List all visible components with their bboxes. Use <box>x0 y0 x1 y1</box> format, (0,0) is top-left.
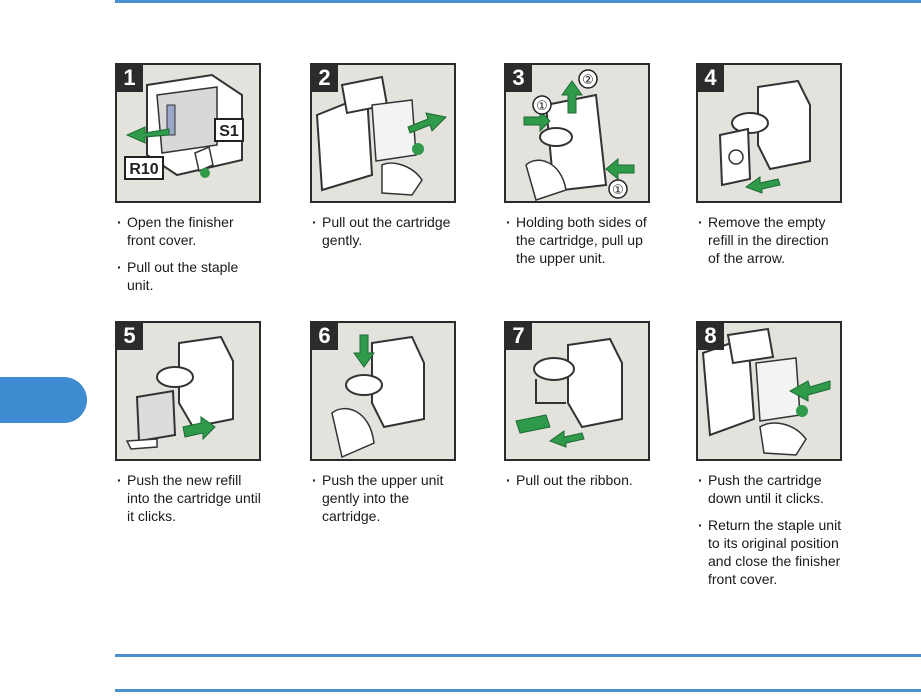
instruction-text: Pull out the ribbon. <box>504 471 650 489</box>
step-illustration: ① ② ① 3 <box>504 63 650 203</box>
callout-s1: S1 <box>219 123 239 140</box>
footer-rule <box>115 654 921 657</box>
step-6: 6 Push the upper unit gently into the ca… <box>310 321 456 534</box>
callout-1: ① <box>536 99 548 114</box>
step-number: 7 <box>506 323 532 350</box>
instruction-text: Remove the empty refill in the direction… <box>696 213 842 267</box>
step-5: 5 Push the new refill into the cartridge… <box>115 321 261 534</box>
callout-1: ① <box>612 183 624 198</box>
step-number: 8 <box>698 323 724 350</box>
callout-r10: R10 <box>129 161 158 178</box>
step-illustration: 5 <box>115 321 261 461</box>
step-number: 3 <box>506 65 532 92</box>
step-illustration: 4 <box>696 63 842 203</box>
step-illustration: 8 <box>696 321 842 461</box>
step-number: 6 <box>312 323 338 350</box>
step-illustration: 7 <box>504 321 650 461</box>
step-8: 8 Push the cartridge down until it click… <box>696 321 842 597</box>
step-illustration: S1 R10 1 <box>115 63 261 203</box>
top-rule <box>115 0 921 3</box>
step-illustration: 2 <box>310 63 456 203</box>
step-1: S1 R10 1 Open the finisher front cover. … <box>115 63 261 303</box>
step-number: 4 <box>698 65 724 92</box>
instruction-text: Push the upper unit gently into the cart… <box>310 471 456 525</box>
step-number: 5 <box>117 323 143 350</box>
instruction-text: Push the new refill into the cartridge u… <box>115 471 261 525</box>
callout-2: ② <box>582 73 594 88</box>
instruction-text: Pull out the cartridge gently. <box>310 213 456 249</box>
step-number: 2 <box>312 65 338 92</box>
chapter-tab <box>0 377 87 423</box>
instruction-text: Holding both sides of the cartridge, pul… <box>504 213 650 267</box>
step-2: 2 Pull out the cartridge gently. <box>310 63 456 258</box>
step-number: 1 <box>117 65 143 92</box>
instruction-text: Return the staple unit to its original p… <box>696 516 842 588</box>
footer-rule <box>115 689 921 692</box>
step-4: 4 Remove the empty refill in the directi… <box>696 63 842 276</box>
step-illustration: 6 <box>310 321 456 461</box>
step-7: 7 Pull out the ribbon. <box>504 321 650 498</box>
instruction-text: Push the cartridge down until it clicks. <box>696 471 842 507</box>
instruction-text: Open the finisher front cover. <box>115 213 261 249</box>
instruction-text: Pull out the staple unit. <box>115 258 261 294</box>
step-3: ① ② ① 3 Holding both sides of the cartri… <box>504 63 650 276</box>
